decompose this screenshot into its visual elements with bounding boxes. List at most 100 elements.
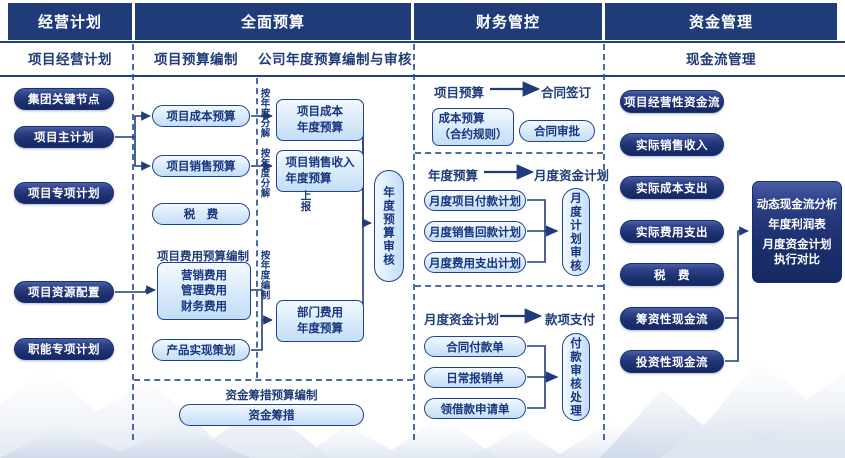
subheader-label: 项目预算编制 — [154, 52, 238, 68]
pill-label: 领借款申请单 — [440, 401, 510, 416]
pill-label: 筹资性现金流 — [636, 311, 708, 326]
column-separator-4 — [603, 44, 605, 440]
box-project-cost-annual-budget[interactable]: 项目成本 年度预算 — [276, 99, 364, 141]
subheader-label: 公司年度预算编制与审核 — [258, 52, 412, 68]
pill-label: 项目成本预算 — [166, 109, 236, 123]
flow-label-text: 月度资金计划 — [534, 168, 610, 183]
pill-actual-cost-expenditure[interactable]: 实际成本支出 — [620, 176, 724, 199]
box-label: 部门费用 年度预算 — [297, 305, 343, 335]
vlabel-text: 按年度编制 — [258, 250, 270, 300]
subheader-project-business-plan[interactable]: 项目经营计划 — [8, 40, 132, 76]
analysis-line-execution-compare: 执行对比 — [774, 252, 820, 267]
pill-monthly-expense-payment-plan[interactable]: 月度费用支出计划 — [424, 252, 526, 273]
flow-from-annual-budget: 年度预算 — [428, 165, 478, 184]
header-cell-fund-management[interactable]: 资金管理 — [605, 3, 837, 40]
pill-label: 日常报销单 — [446, 370, 504, 385]
pill-loan-application-form[interactable]: 领借款申请单 — [424, 398, 526, 419]
flow-label-submit: 上报 — [300, 190, 312, 220]
pill-label: 职能专项计划 — [28, 342, 100, 356]
finance-divider-1 — [415, 152, 603, 154]
flow-from-project-budget: 项目预算 — [434, 82, 484, 101]
pill-project-operating-cashflow[interactable]: 项目经营性资金流 — [620, 90, 724, 113]
pill-monthly-sales-collection-plan[interactable]: 月度销售回款计划 — [424, 221, 526, 242]
pill-label: 税 费 — [654, 267, 690, 282]
box-cost-budget-contract-rules[interactable]: 成本预算 （合约规则） — [432, 108, 514, 146]
pill-monthly-project-payment-plan[interactable]: 月度项目付款计划 — [424, 190, 526, 211]
pill-project-sales-budget[interactable]: 项目销售预算 — [152, 155, 250, 177]
pill-contract-payment-form[interactable]: 合同付款单 — [424, 336, 526, 357]
pill-fund-raising[interactable]: 资金筹措 — [179, 404, 364, 426]
pill-label: 项目专项计划 — [28, 186, 100, 200]
pill-label: 实际销售收入 — [636, 137, 708, 152]
pill-monthly-plan-review[interactable]: 月度计划审核 — [562, 188, 590, 276]
header-cell-business-plan[interactable]: 经营计划 — [8, 3, 132, 40]
column-separator-1 — [132, 44, 134, 440]
subheader-cashflow-management[interactable]: 现金流管理 — [605, 40, 837, 76]
pill-label: 月度项目付款计划 — [429, 193, 521, 208]
subheader-label: 项目经营计划 — [28, 52, 112, 68]
vlabel-text: 按年度分解 — [258, 88, 270, 138]
pill-label: 付款审核处理 — [569, 336, 583, 418]
pill-contract-approval[interactable]: 合同审批 — [519, 120, 595, 142]
box-department-expense-annual-budget[interactable]: 部门费用 年度预算 — [276, 300, 364, 342]
header-band: 经营计划 全面预算 财务管控 资金管理 — [0, 3, 845, 40]
pill-project-cost-budget[interactable]: 项目成本预算 — [152, 105, 250, 127]
box-expense-budget[interactable]: 营销费用 管理费用 财务费用 — [157, 262, 251, 320]
pill-label: 合同付款单 — [446, 339, 504, 354]
fund-raising-caption: 资金筹措预算编制 — [179, 387, 364, 403]
pill-label: 实际成本支出 — [636, 180, 708, 195]
pill-label: 年度预算审核 — [382, 185, 396, 267]
pill-project-special-plan[interactable]: 项目专项计划 — [14, 182, 114, 204]
expense-budget-caption: 项目费用预算编制 — [150, 248, 256, 264]
pill-actual-expense-payment[interactable]: 实际费用支出 — [620, 220, 724, 243]
pill-financing-cashflow[interactable]: 筹资性现金流 — [620, 307, 724, 330]
pill-tax-fee-fund[interactable]: 税 费 — [620, 263, 724, 286]
header-label: 全面预算 — [240, 13, 305, 31]
column-separator-2 — [256, 78, 258, 378]
flow-from-monthly-fund-plan: 月度资金计划 — [424, 309, 499, 328]
pill-function-special-plan[interactable]: 职能专项计划 — [14, 338, 114, 360]
pill-label: 资金筹措 — [248, 408, 295, 422]
flow-label-text: 款项支付 — [545, 312, 596, 327]
pill-label: 产品实现策划 — [166, 343, 236, 357]
rule-top — [0, 41, 845, 43]
pill-tax-fee[interactable]: 税 费 — [152, 203, 250, 225]
expense-line-marketing: 营销费用 — [181, 267, 227, 282]
box-project-sales-income-annual-budget[interactable]: 项目销售收入 年度预算 — [276, 150, 364, 192]
flow-to-payment-disbursement: 款项支付 — [545, 309, 595, 328]
pill-group-key-milestone[interactable]: 集团关键节点 — [14, 88, 114, 110]
box-dynamic-cashflow-analysis[interactable]: 动态现金流分析 年度利润表 月度资金计划 执行对比 — [752, 181, 842, 283]
pill-label: 项目资源配置 — [28, 285, 100, 299]
pill-label: 项目销售预算 — [166, 159, 236, 173]
pill-product-realization-planning[interactable]: 产品实现策划 — [152, 339, 250, 361]
pill-annual-budget-review[interactable]: 年度预算审核 — [374, 170, 404, 282]
vlabel-annual-breakdown-2: 按年度分解 — [259, 148, 270, 212]
pill-label: 投资性现金流 — [636, 354, 708, 369]
column-separator-3 — [413, 44, 415, 440]
pill-daily-reimbursement-form[interactable]: 日常报销单 — [424, 367, 526, 388]
pill-investment-cashflow[interactable]: 投资性现金流 — [620, 350, 724, 373]
flow-label-text: 合同签订 — [541, 85, 592, 100]
header-label: 经营计划 — [37, 13, 102, 31]
caption-text: 项目费用预算编制 — [157, 249, 249, 263]
box-label: 成本预算 （合约规则） — [438, 111, 508, 141]
subheader-company-annual-budget[interactable]: 公司年度预算编制与审核 — [258, 40, 412, 76]
subheader-row: 项目经营计划 项目预算编制 公司年度预算编制与审核 现金流管理 — [0, 40, 845, 76]
pill-project-resource-allocation[interactable]: 项目资源配置 — [14, 281, 114, 303]
caption-text: 资金筹措预算编制 — [225, 388, 318, 402]
rule-bottom — [0, 75, 845, 77]
header-cell-finance-control[interactable]: 财务管控 — [414, 3, 602, 40]
subheader-project-budget[interactable]: 项目预算编制 — [136, 40, 256, 76]
flow-to-monthly-fund-plan: 月度资金计划 — [534, 165, 609, 184]
finance-divider-2 — [415, 285, 603, 287]
subheader-label: 现金流管理 — [686, 52, 756, 68]
flow-to-contract-signing: 合同签订 — [541, 82, 591, 101]
pill-label: 合同审批 — [534, 124, 580, 138]
pill-label: 税 费 — [183, 207, 219, 221]
pill-payment-review-processing[interactable]: 付款审核处理 — [562, 333, 590, 421]
header-cell-full-budget[interactable]: 全面预算 — [135, 3, 411, 40]
box-label: 项目成本 年度预算 — [297, 104, 343, 134]
pill-project-master-plan[interactable]: 项目主计划 — [14, 126, 114, 148]
pill-actual-sales-revenue[interactable]: 实际销售收入 — [620, 133, 724, 156]
